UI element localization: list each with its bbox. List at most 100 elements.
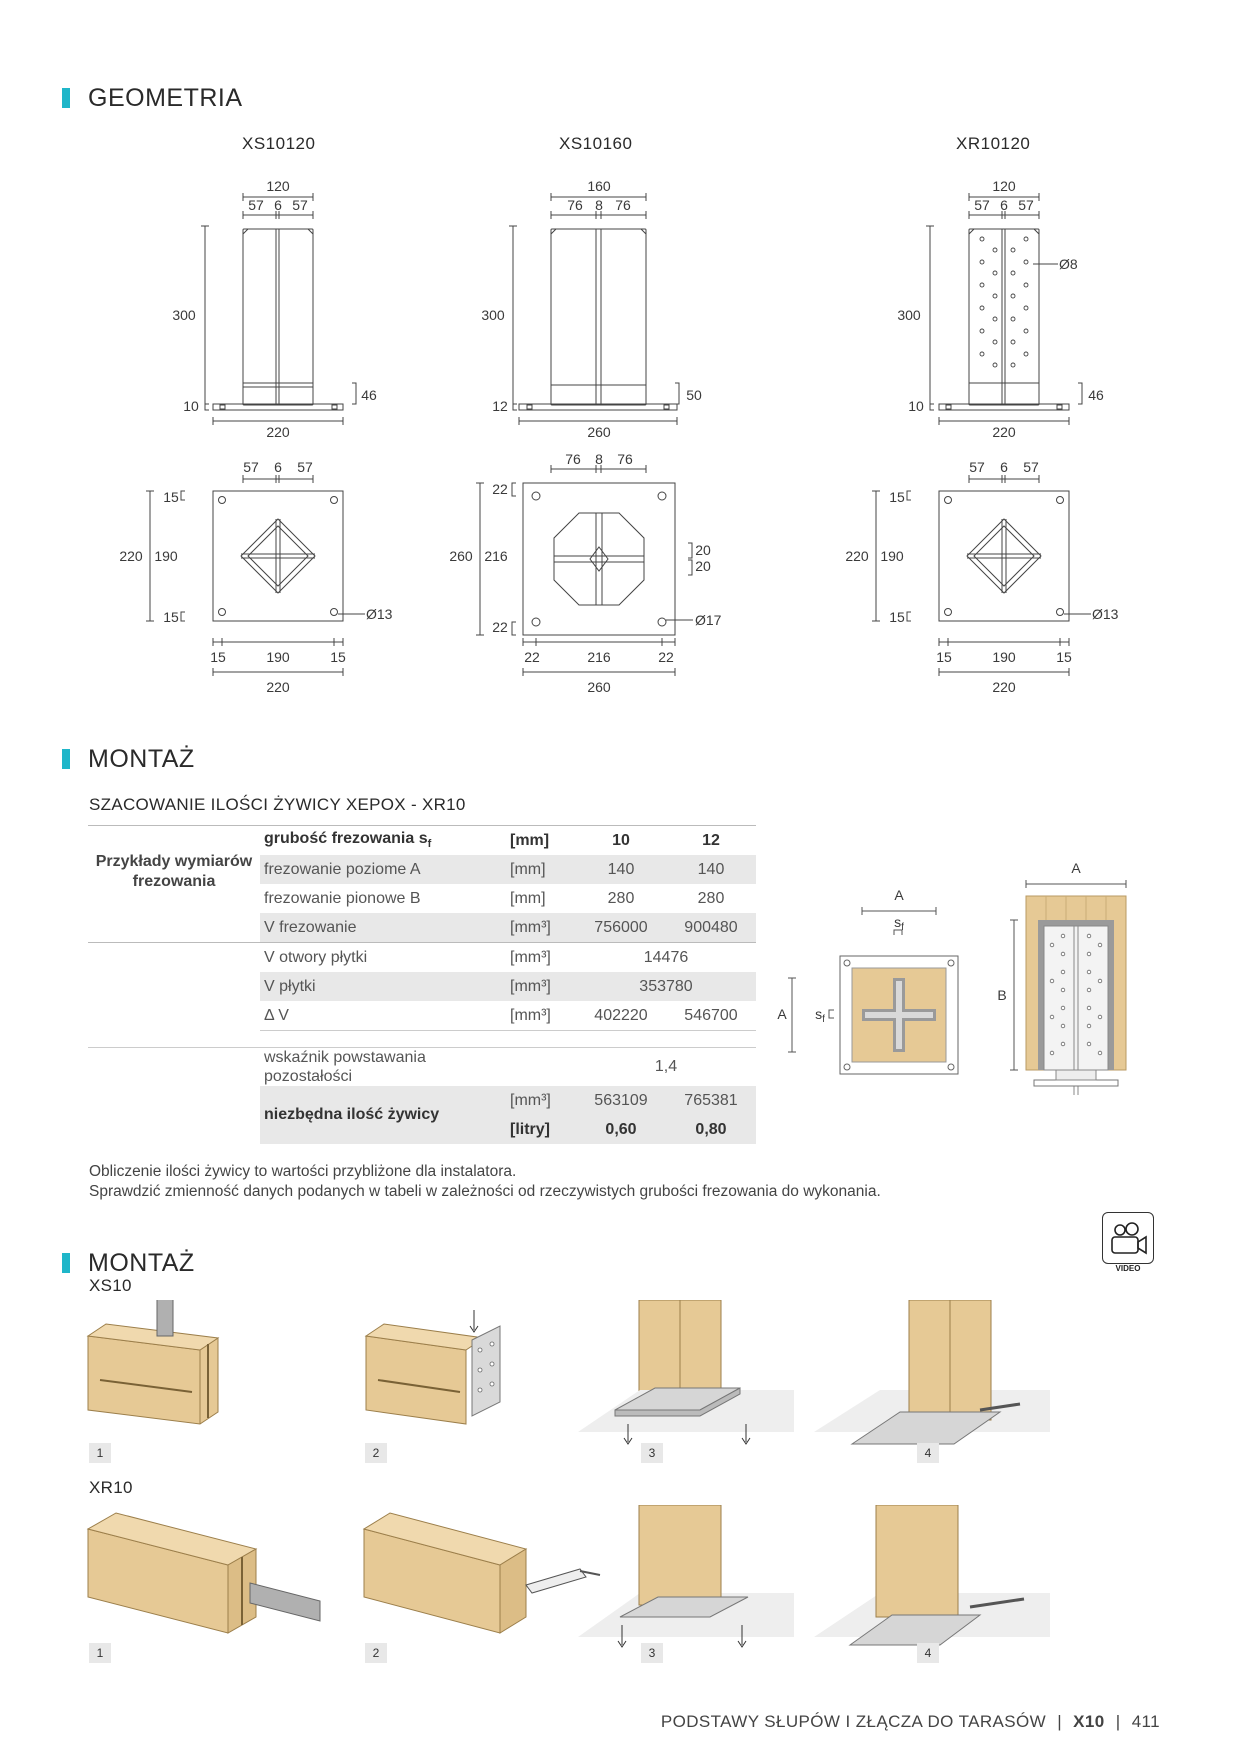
step-xs-1-illustration <box>86 1300 220 1425</box>
dim-part: 57 <box>974 197 990 213</box>
table-row: wskaźnik powstawania pozostałości 1,4 <box>88 1047 756 1087</box>
table-final-row: niezbędna ilość żywicy [mm³] 563109 7653… <box>88 1086 756 1144</box>
geometry-drawings: 120 57 6 57 300 10 46 220 57 6 57 220 19… <box>119 178 1119 695</box>
dim-plan-bottom: 22 <box>524 649 540 665</box>
dim-plan-bottom: 15 <box>1056 649 1072 665</box>
table-final-row: [litry] 0,60 0,80 <box>88 1115 756 1144</box>
video-camera-icon <box>1111 1222 1147 1255</box>
label-sf-side: sf <box>815 1006 825 1025</box>
dim-base-width: 260 <box>587 424 611 440</box>
footer-text: PODSTAWY SŁUPÓW I ZŁĄCZA DO TARASÓW <box>660 1712 1047 1731</box>
header-label: grubość frezowania sf <box>264 830 432 851</box>
header-v1: 10 <box>612 831 630 849</box>
note-line: Obliczenie ilości żywicy to wartości prz… <box>89 1163 517 1180</box>
section-marker <box>62 1253 70 1273</box>
dim-part: 57 <box>248 197 264 213</box>
dim-plan-bottom: 216 <box>587 649 611 665</box>
table-header-row: Przykłady wymiarów frezowania grubość fr… <box>88 826 756 890</box>
dim-plan-top: 76 <box>565 451 581 467</box>
step-xr-4-illustration <box>814 1505 1050 1646</box>
dim-plan-top: 6 <box>1000 459 1008 475</box>
label-b: B <box>997 987 1006 1003</box>
dim-base-width: 220 <box>266 424 290 440</box>
model-title-xs10120: XS10120 <box>242 134 316 153</box>
table-spacer <box>88 1030 756 1048</box>
dim-plan-bottom-total: 220 <box>266 679 290 695</box>
resin-table: Przykłady wymiarów frezowania grubość fr… <box>88 826 756 1144</box>
dim-plan-edge: 15 <box>163 489 179 505</box>
dim-base-width: 220 <box>992 424 1016 440</box>
step-number: 4 <box>917 1443 939 1463</box>
dim-height: 300 <box>481 307 505 323</box>
page-footer: PODSTAWY SŁUPÓW I ZŁĄCZA DO TARASÓW | X1… <box>661 1712 1160 1732</box>
dim-hole: Ø13 <box>1092 606 1119 622</box>
dim-width: 120 <box>266 178 290 194</box>
video-button[interactable] <box>1102 1212 1154 1264</box>
dim-part: 8 <box>595 197 603 213</box>
dim-part: 6 <box>1000 197 1008 213</box>
step-illustrations-xr10 <box>86 1505 1050 1648</box>
dim-part: 57 <box>1018 197 1034 213</box>
model-title-xs10160: XS10160 <box>559 134 633 153</box>
step-xr-1-illustration <box>86 1512 321 1634</box>
dim-plan-bottom: 190 <box>992 649 1016 665</box>
dim-plan-left-inner: 190 <box>154 548 178 564</box>
label-sf: sf <box>894 914 904 933</box>
step-number: 4 <box>917 1643 939 1663</box>
dim-height: 300 <box>172 307 196 323</box>
dim-plan-bottom: 15 <box>936 649 952 665</box>
row-group-label: Przykłady wymiarów frezowania <box>95 853 253 890</box>
resin-table-title: SZACOWANIE ILOŚCI ŻYWICY XEPOX - XR10 <box>89 795 466 814</box>
dim-plan-bottom-total: 260 <box>587 679 611 695</box>
section-marker <box>62 749 70 769</box>
dim-hole: Ø17 <box>695 612 722 628</box>
dim-base-right: 46 <box>361 387 377 403</box>
page-number: 411 <box>1131 1712 1160 1731</box>
step-number: 1 <box>89 1643 111 1663</box>
dim-plan-left-inner: 216 <box>484 548 508 564</box>
dim-part: 57 <box>292 197 308 213</box>
section-marker <box>62 88 70 108</box>
footer-sep: | <box>1115 1712 1121 1731</box>
dim-base-right: 46 <box>1088 387 1104 403</box>
dim-plan-bottom-total: 220 <box>992 679 1016 695</box>
step-xs-2-illustration <box>364 1310 501 1425</box>
dim-plan-top: 8 <box>595 451 603 467</box>
dim-plan-left-total: 220 <box>119 548 143 564</box>
dim-plan-edge: 15 <box>889 489 905 505</box>
step-illustrations-xs10 <box>86 1300 1050 1445</box>
model-title-xr10120: XR10120 <box>956 134 1031 153</box>
step-number: 3 <box>641 1443 663 1463</box>
dim-plan-edge: 15 <box>163 609 179 625</box>
dim-base-right: 50 <box>686 387 702 403</box>
dim-plan-left-inner: 190 <box>880 548 904 564</box>
dim-plan-left-total: 220 <box>845 548 869 564</box>
dim-plan-top: 57 <box>1023 459 1039 475</box>
dim-part: 6 <box>274 197 282 213</box>
dim-plan-top: 76 <box>617 451 633 467</box>
step-number: 1 <box>89 1443 111 1463</box>
dim-hole: Ø13 <box>366 606 393 622</box>
label-a-side-view: A <box>1071 860 1081 876</box>
dim-base-left: 10 <box>183 398 199 414</box>
dim-plan-edge: 15 <box>889 609 905 625</box>
dim-plan-edge: 22 <box>492 481 508 497</box>
dim-part: 76 <box>615 197 631 213</box>
dim-plan-right: 20 <box>695 558 711 574</box>
table-row: V płytki[mm³] 353780 <box>88 972 756 1001</box>
dim-plan-top: 57 <box>969 459 985 475</box>
step-number: 3 <box>641 1643 663 1663</box>
dim-part: 76 <box>567 197 583 213</box>
label-a-side: A <box>777 1006 787 1022</box>
section-title-montage: MONTAŻ <box>88 1249 195 1277</box>
footer-code: X10 <box>1073 1712 1105 1731</box>
step-xr-3-illustration <box>578 1505 794 1648</box>
step-xr-2-illustration <box>362 1512 601 1634</box>
dim-plan-bottom: 15 <box>330 649 346 665</box>
dim-plan-bottom: 22 <box>658 649 674 665</box>
dim-plan-top: 6 <box>274 459 282 475</box>
dim-width: 120 <box>992 178 1016 194</box>
